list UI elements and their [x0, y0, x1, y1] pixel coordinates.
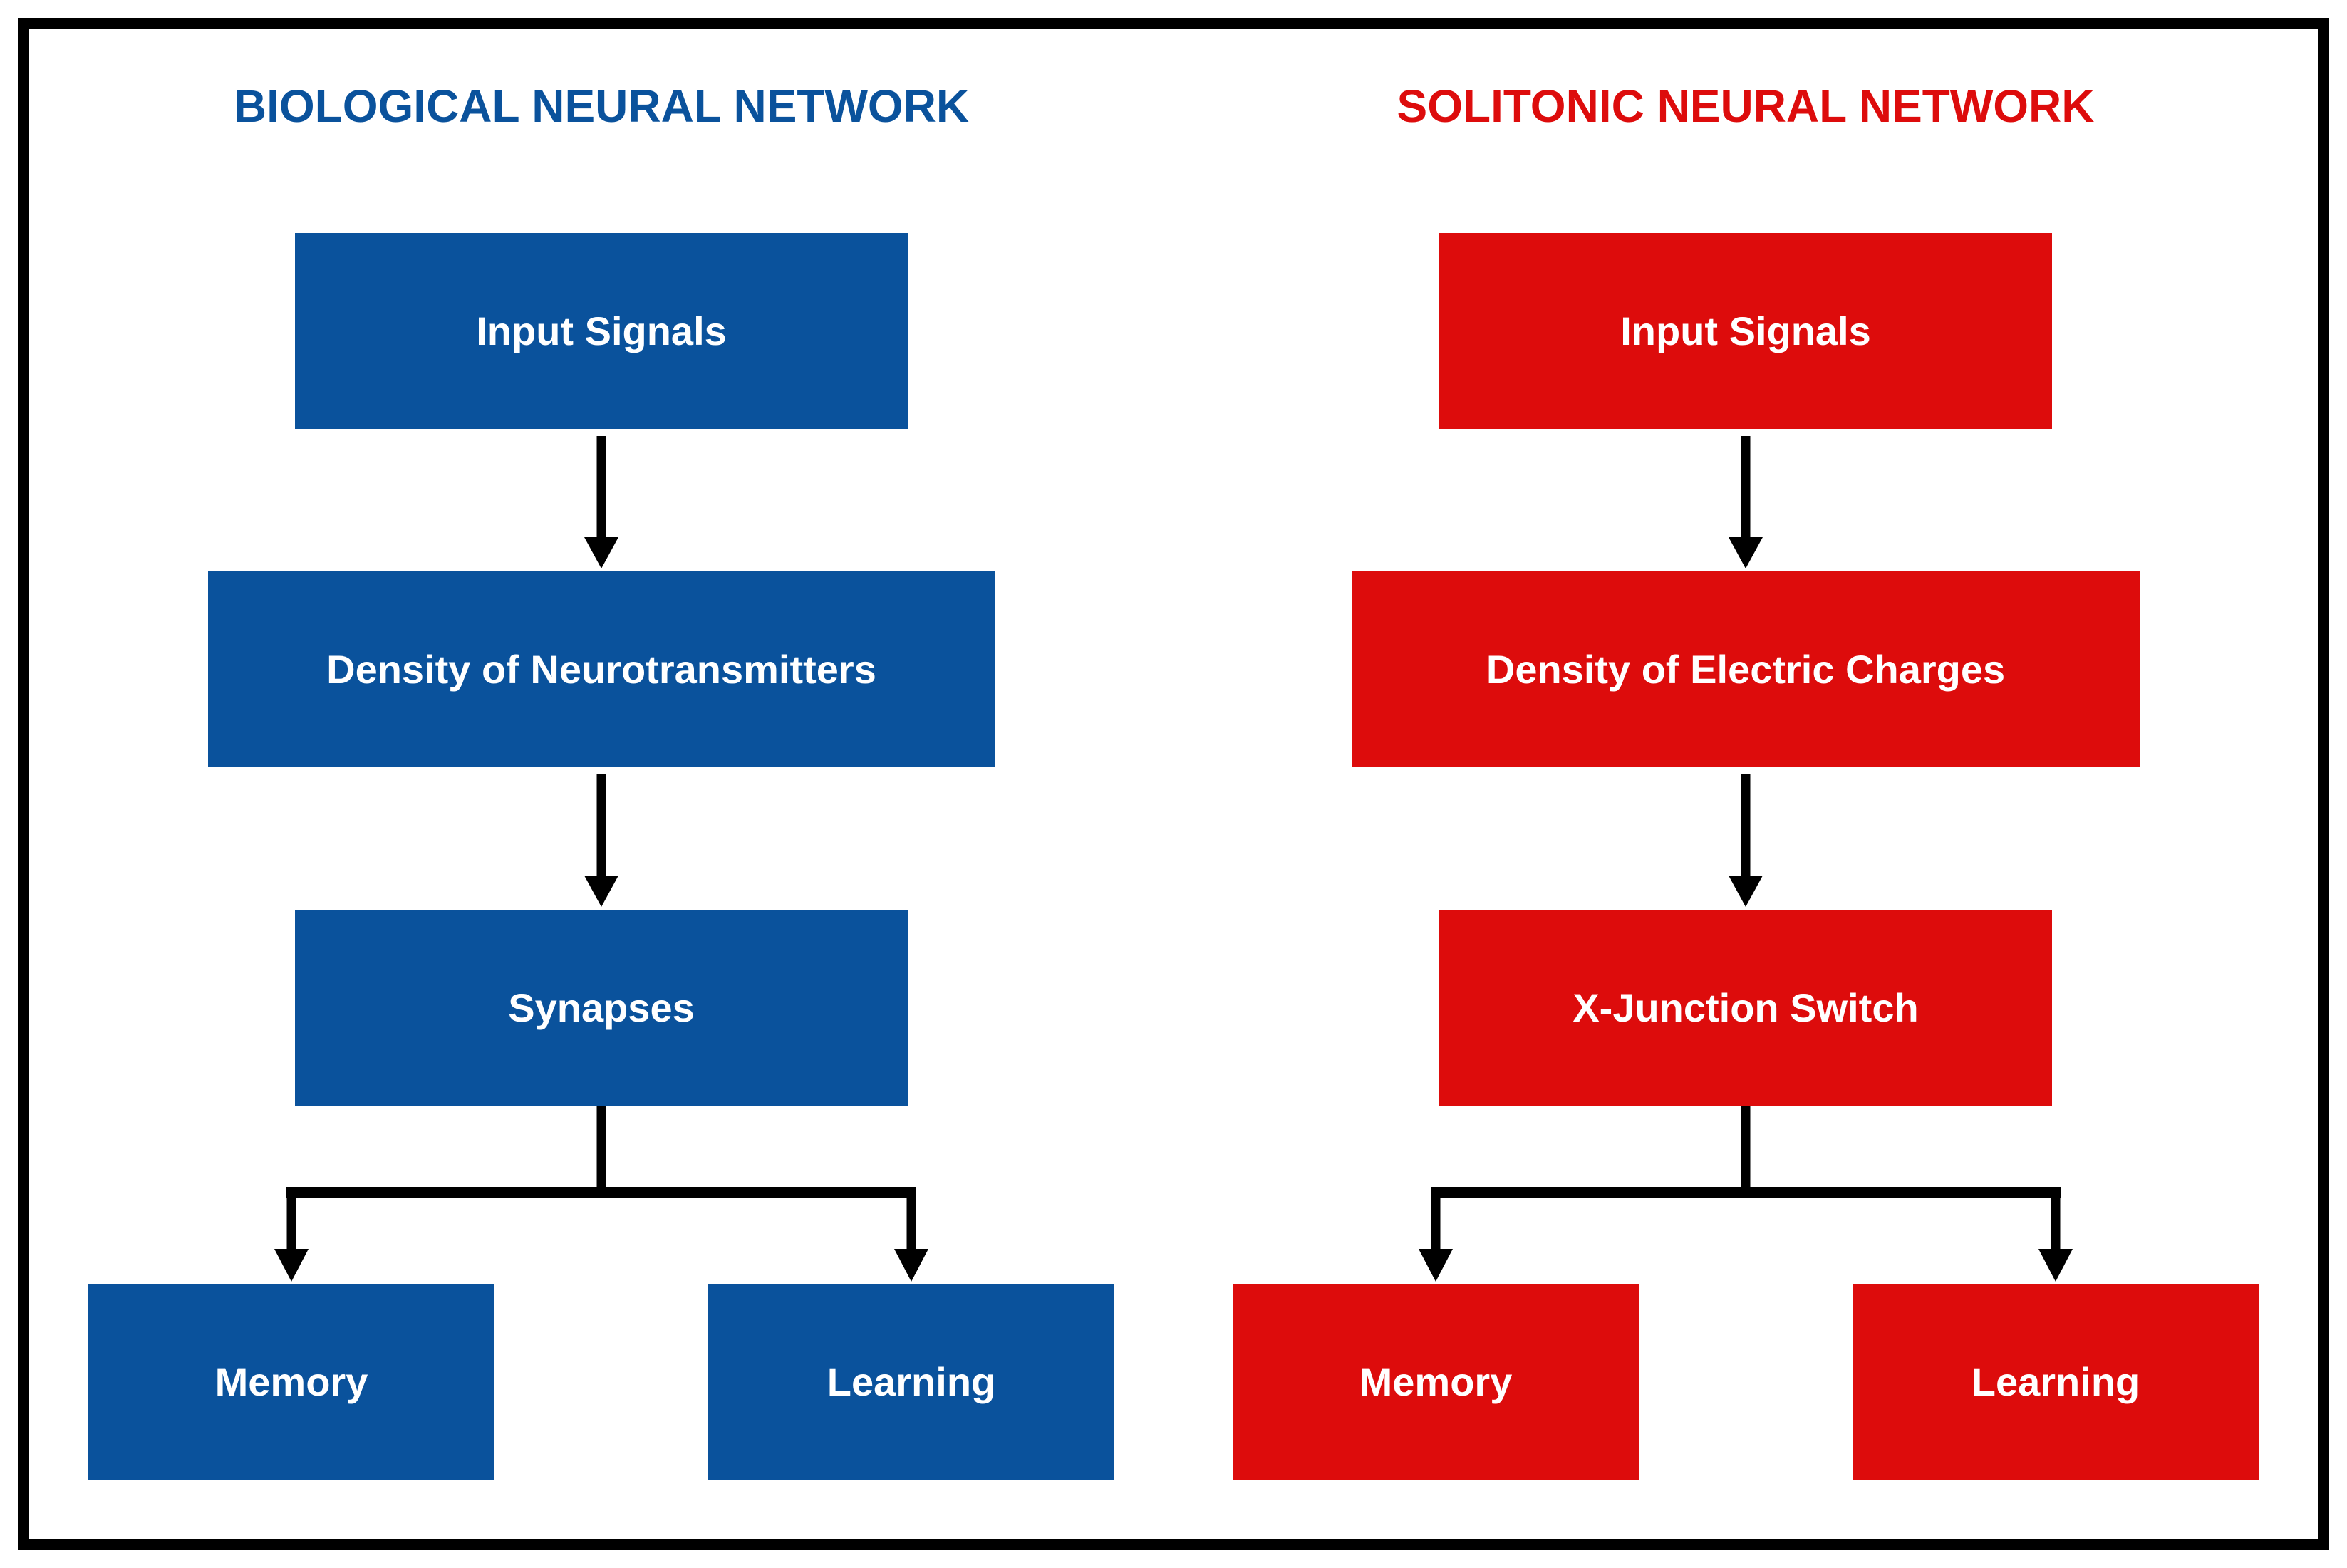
column-title-solitonic: SOLITONIC NEURAL NETWORK	[1397, 81, 2095, 132]
node-density-of-electric-charges: Density of Electric Charges	[1352, 571, 2140, 767]
arrow-head-icon	[584, 876, 618, 907]
arrow-head-icon	[1729, 876, 1763, 907]
arrow-shaft	[2051, 1198, 2061, 1250]
node-input-signals-biological: Input Signals	[295, 233, 908, 429]
branch-connector	[274, 1106, 928, 1284]
branch-drop-arrow-right	[2038, 1198, 2073, 1284]
branch-drop-arrow-left	[274, 1198, 309, 1284]
node-learning-solitonic: Learning	[1853, 1284, 2259, 1480]
arrow-head-icon	[274, 1249, 309, 1282]
column-biological-neural-network: BIOLOGICAL NEURAL NETWORK Input Signals …	[29, 29, 1174, 1539]
arrow-shaft	[906, 1198, 916, 1250]
down-arrow-connector	[1729, 429, 1763, 571]
branch-bar	[1431, 1187, 2061, 1198]
arrow-head-icon	[584, 537, 618, 568]
branch-stem	[1741, 1106, 1751, 1193]
node-synapses: Synapses	[295, 910, 908, 1106]
arrow-head-icon	[894, 1249, 928, 1282]
arrow-shaft	[1431, 1198, 1441, 1250]
branch-bar	[286, 1187, 916, 1198]
branch-drop-arrow-left	[1419, 1198, 1453, 1284]
node-x-junction-switch: X-Junction Switch	[1439, 910, 2052, 1106]
bottom-row-solitonic: Memory Learning	[1233, 1284, 2259, 1480]
arrow-shaft	[1741, 774, 1751, 877]
node-memory-biological: Memory	[88, 1284, 494, 1480]
down-arrow-connector	[1729, 767, 1763, 910]
node-density-of-neurotransmitters: Density of Neurotransmitters	[207, 571, 995, 767]
bottom-row-biological: Memory Learning	[88, 1284, 1114, 1480]
branch-connector	[1419, 1106, 2073, 1284]
node-learning-biological: Learning	[708, 1284, 1114, 1480]
arrow-shaft	[596, 436, 606, 539]
down-arrow-connector	[584, 429, 618, 571]
node-memory-solitonic: Memory	[1233, 1284, 1639, 1480]
arrow-shaft	[596, 774, 606, 877]
arrow-head-icon	[1729, 537, 1763, 568]
arrow-head-icon	[2038, 1249, 2073, 1282]
arrow-shaft	[1741, 436, 1751, 539]
column-title-biological: BIOLOGICAL NEURAL NETWORK	[233, 81, 970, 132]
branch-stem	[596, 1106, 606, 1193]
branch-drop-arrow-right	[894, 1198, 928, 1284]
diagram-frame: BIOLOGICAL NEURAL NETWORK Input Signals …	[18, 18, 2329, 1550]
arrow-shaft	[286, 1198, 296, 1250]
column-solitonic-neural-network: SOLITONIC NEURAL NETWORK Input Signals D…	[1174, 29, 2318, 1539]
node-input-signals-solitonic: Input Signals	[1439, 233, 2052, 429]
arrow-head-icon	[1419, 1249, 1453, 1282]
down-arrow-connector	[584, 767, 618, 910]
